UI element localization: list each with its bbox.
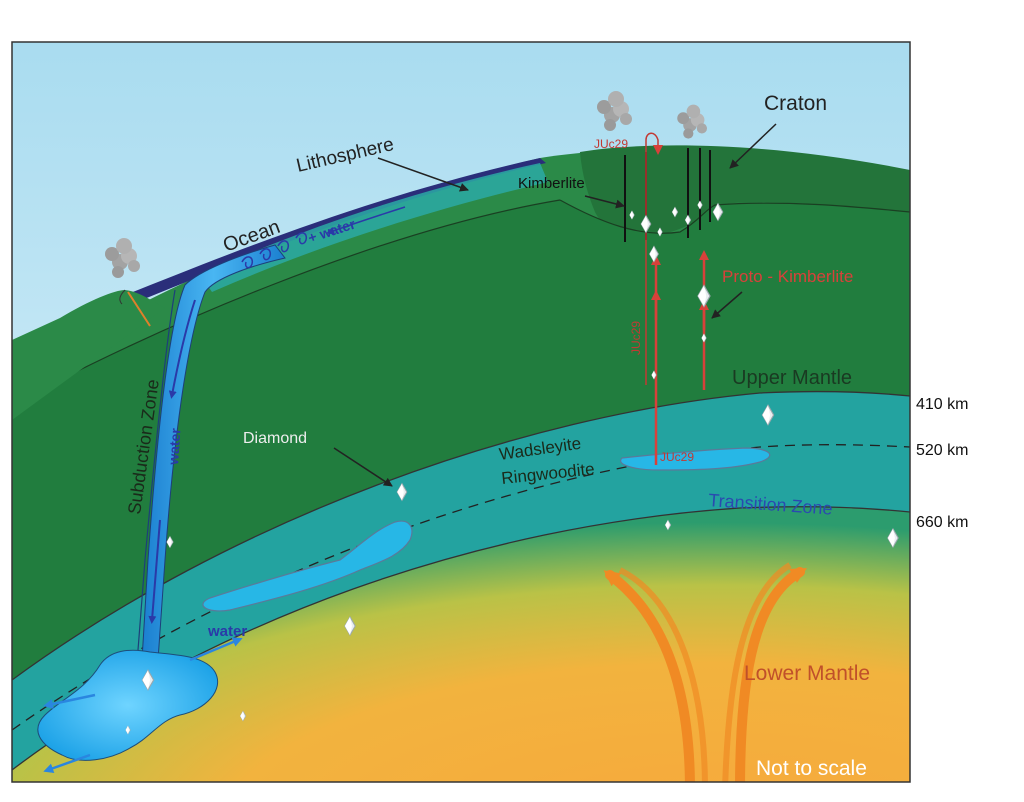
volcano-conduit — [127, 291, 151, 327]
pointer-diamond — [333, 447, 393, 487]
subduction-slab-edge — [137, 289, 176, 651]
label-depth-660: 660 km — [916, 514, 968, 531]
craton-block — [580, 145, 910, 237]
water-arrow-slab-lower — [148, 519, 161, 624]
subduction-slab — [141, 244, 286, 661]
water-arrow-out-3 — [43, 753, 91, 774]
label-depth-410: 410 km — [916, 396, 968, 413]
label-juc29-vertical: JUc29 — [629, 321, 643, 355]
label-craton: Craton — [764, 92, 827, 115]
pointer-lithosphere — [377, 157, 469, 192]
label-not-to-scale: Not to scale — [756, 757, 867, 780]
plume-left-outer — [618, 567, 708, 782]
pointer-proto-kimberlite — [711, 291, 743, 319]
water-blob-lower — [37, 649, 218, 761]
label-water-lower: water — [207, 623, 247, 640]
label-diamond: Diamond — [243, 430, 307, 447]
craton-outline — [559, 199, 910, 234]
label-depth-520: 520 km — [916, 442, 968, 459]
label-juc29-mid: JUc29 — [660, 450, 694, 464]
label-water-slab: water — [165, 427, 184, 466]
plume-left — [603, 570, 695, 782]
juc29-path — [645, 132, 663, 385]
melt-lens-transition — [202, 520, 413, 612]
label-lower-mantle: Lower Mantle — [744, 662, 870, 685]
label-juc29-top: JUc29 — [594, 137, 628, 151]
ocean-swirls — [241, 232, 308, 269]
pointer-kimberlite — [584, 195, 625, 209]
volcano — [12, 290, 165, 420]
pointer-craton — [729, 123, 777, 169]
water-arrow-ocean — [326, 206, 406, 235]
diagram-frame — [11, 41, 911, 783]
label-proto-kimberlite: Proto - Kimberlite — [722, 267, 853, 286]
label-upper-mantle: Upper Mantle — [732, 367, 852, 389]
water-arrow-out-2 — [43, 693, 96, 709]
melt-lens-upper — [619, 447, 771, 471]
boundary-410 — [12, 390, 910, 681]
label-kimberlite: Kimberlite — [518, 175, 585, 192]
water-arrow-slab — [168, 299, 196, 399]
plume-right — [735, 567, 807, 782]
lithosphere-teal-band — [200, 163, 548, 292]
water-arrow-out-1 — [189, 637, 243, 662]
plume-right-outer — [722, 562, 792, 782]
boundary-520 — [12, 444, 910, 731]
